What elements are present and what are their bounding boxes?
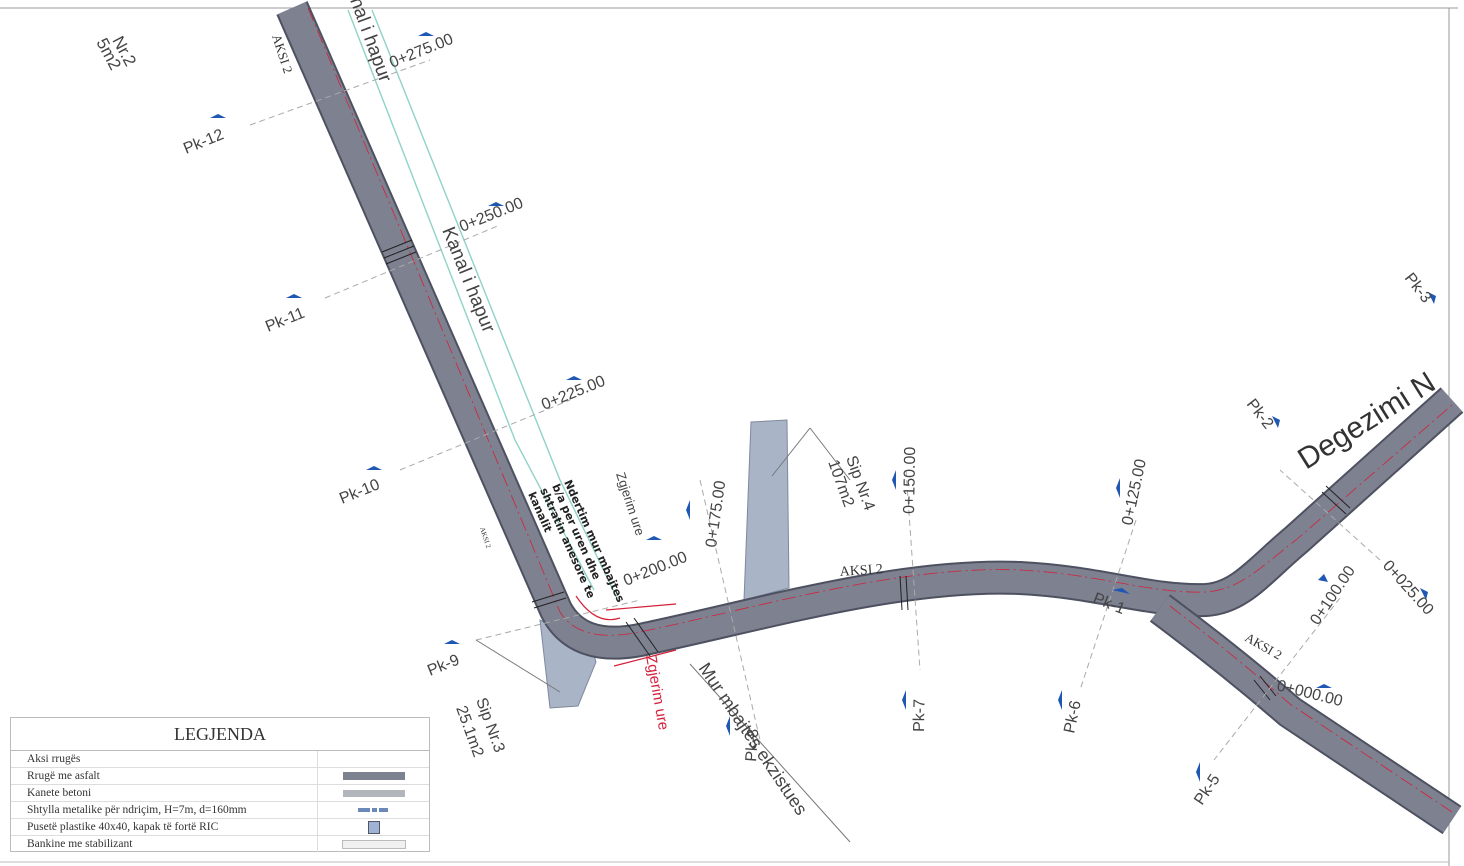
legend-row-road-axis: Aksi rrugës <box>11 751 429 768</box>
sip-nr4-area <box>743 419 790 601</box>
legend-row-asphalt: Rrugë me asfalt <box>11 768 429 785</box>
chainage-0-275: 0+275.00 <box>387 31 456 72</box>
legend-row-label: Kanete betoni <box>11 785 318 801</box>
legend-row-concrete-gutter: Kanete betoni <box>11 785 429 802</box>
legend-box: LEGJENDA Aksi rrugës Rrugë me asfalt Kan… <box>10 717 430 852</box>
manhole-icon <box>367 820 380 834</box>
cross-section-lines <box>249 59 1381 761</box>
legend-row-light-pole: Shtylla metalike për ndriçim, H=7m, d=16… <box>11 802 429 819</box>
asphalt-swatch <box>342 772 405 780</box>
chainage-0-125: 0+125.00 <box>1119 457 1150 526</box>
legend-row-manhole: Pusetë plastike 40x40, kapak të fortë RI… <box>11 819 429 836</box>
profile-pk-7: Pk-7 <box>911 699 929 732</box>
bridge-widening-bottom-label: Zgjerim ure <box>642 654 672 732</box>
profile-pk-9: Pk-9 <box>425 652 462 680</box>
profile-pk-8: Pk-8 <box>743 728 762 762</box>
legend-row-label: Shtylla metalike për ndriçim, H=7m, d=16… <box>11 802 318 818</box>
profile-pk-12: Pk-12 <box>181 126 226 157</box>
legend-row-label: Bankine me stabilizant <box>11 836 318 852</box>
profile-pk-2: Pk-2 <box>1243 396 1277 432</box>
chainage-0-150: 0+150.00 <box>901 447 919 515</box>
chainage-0-175: 0+175.00 <box>703 480 729 549</box>
concrete-gutter-swatch <box>342 789 405 797</box>
axis-label-small: AKSI 2 <box>478 526 492 549</box>
road-axis-line <box>307 7 1453 813</box>
chainage-0-200: 0+200.00 <box>621 549 690 590</box>
bridge-widening-top-label: Zgjerim ure <box>613 470 648 537</box>
chainage-0-250: 0+250.00 <box>457 195 526 236</box>
profile-pk-11: Pk-11 <box>263 305 307 336</box>
road-asphalt <box>276 1 1464 835</box>
legend-row-label: Aksi rrugës <box>11 751 318 767</box>
bridge-ticks <box>381 239 1351 701</box>
legend-row-shoulder: Bankine me stabilizant <box>11 836 429 852</box>
canal-label-top: nal i hapur <box>345 0 395 86</box>
chainage-marker-icons <box>210 32 1436 782</box>
legend-title: LEGJENDA <box>11 718 429 751</box>
light-pole-icon <box>357 807 390 814</box>
existing-retaining-wall-label: Mur mbajtes ekzistues <box>695 659 812 819</box>
chainage-0-025: 0+025.00 <box>1379 557 1437 618</box>
chainage-0-100: 0+100.00 <box>1307 563 1359 628</box>
profile-pk-5: Pk-5 <box>1191 771 1224 808</box>
canal <box>347 9 619 601</box>
bridge-widening-marks <box>575 595 677 667</box>
axis-label-main: AKSI 2 <box>839 562 883 580</box>
profile-pk-10: Pk-10 <box>337 476 382 507</box>
leader-lines <box>475 427 851 843</box>
legend-row-label: Rrugë me asfalt <box>11 768 318 784</box>
road-axis-swatch <box>318 751 429 767</box>
profile-pk-6: Pk-6 <box>1061 699 1084 735</box>
legend-row-label: Pusetë plastike 40x40, kapak të fortë RI… <box>11 819 318 835</box>
profile-pk-3: Pk-3 <box>1401 270 1435 306</box>
stabilized-shoulder-swatch <box>341 839 406 849</box>
